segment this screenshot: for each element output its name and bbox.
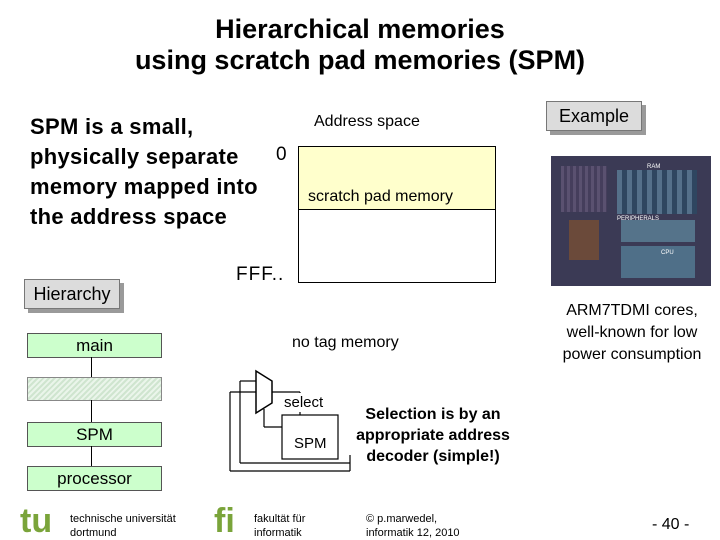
- chip-caption: ARM7TDMI cores, well-known for low power…: [562, 302, 702, 363]
- decoder-diagram: [229, 369, 351, 472]
- selection-note: Selection is by an appropriate address d…: [356, 406, 510, 465]
- fi-logo-icon: fi: [214, 502, 235, 540]
- fi-name: fakultät für informatik: [254, 512, 305, 540]
- page-number: - 40 -: [652, 516, 689, 534]
- page-suffix: -: [684, 516, 690, 533]
- multiplexer-shape: [255, 369, 273, 415]
- processor-label: processor: [57, 469, 132, 488]
- chip-peripherals-label: PERIPHERALS: [617, 216, 660, 222]
- tu-logo-icon: tu: [20, 502, 53, 540]
- chip-ram-label: RAM: [647, 164, 661, 170]
- author-credit: © p.marwedel, informatik 12, 2010: [366, 512, 460, 540]
- link-spm-processor: [91, 446, 92, 466]
- hierarchy-label: Hierarchy: [24, 279, 120, 309]
- author-line-1: © p.marwedel,: [366, 513, 438, 525]
- page-title: Hierarchical memories using scratch pad …: [0, 14, 720, 76]
- address-start-label: 0: [276, 144, 287, 165]
- scratch-pad-region: [299, 147, 495, 210]
- no-tag-memory-label: no tag memory: [292, 334, 399, 351]
- chip-cpu-label: CPU: [661, 250, 674, 256]
- author-line-2: informatik 12, 2010: [366, 527, 460, 539]
- main-memory-box: main: [27, 333, 162, 358]
- address-space-box: [298, 146, 496, 283]
- cache-level-box: [27, 377, 162, 401]
- link-main-cache: [91, 357, 92, 377]
- tu-name-line-2: dortmund: [70, 527, 117, 539]
- fi-name-line-1: fakultät für: [254, 513, 306, 525]
- spm-memory-label: SPM: [294, 435, 327, 452]
- tu-name-line-1: technische universität: [70, 513, 176, 525]
- intro-text: SPM is a small, physically separate memo…: [30, 114, 258, 229]
- scratch-pad-label: scratch pad memory: [308, 188, 453, 205]
- spm-box: SPM: [27, 422, 162, 447]
- title-line-1: Hierarchical memories: [215, 14, 505, 44]
- title-line-2: using scratch pad memories (SPM): [134, 45, 586, 75]
- page-number-value: 40: [661, 516, 680, 533]
- chip-photo: RAM PERIPHERALS CPU: [551, 156, 711, 286]
- processor-box: processor: [27, 466, 162, 491]
- page-prefix: -: [652, 516, 658, 533]
- address-space-label: Address space: [314, 113, 420, 130]
- spm-memory-box: [281, 414, 339, 460]
- link-cache-spm: [91, 400, 92, 422]
- tu-name: technische universität dortmund: [70, 512, 176, 540]
- fi-name-line-2: informatik: [254, 527, 302, 539]
- address-end-label: FFF..: [236, 264, 285, 285]
- example-label: Example: [546, 101, 642, 131]
- spm-label: SPM: [76, 425, 113, 444]
- main-memory-label: main: [76, 336, 113, 355]
- select-label: select: [283, 393, 325, 412]
